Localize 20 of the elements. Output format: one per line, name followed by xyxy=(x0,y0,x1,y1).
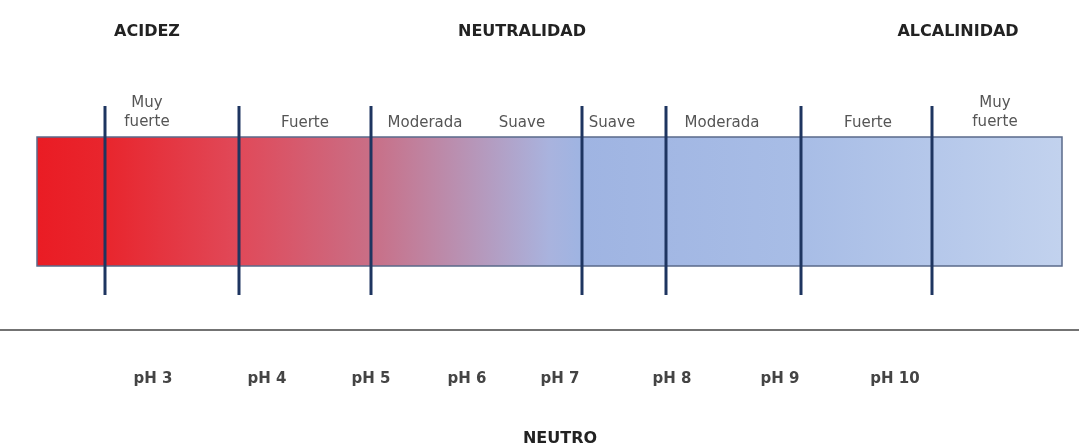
strength-label: Muy fuerte xyxy=(123,93,171,131)
category-heading: NEUTRALIDAD xyxy=(458,20,586,40)
ph-value: pH 10 xyxy=(870,369,920,387)
strength-label: Muy fuerte xyxy=(971,93,1019,131)
strength-label: Moderada xyxy=(684,112,760,132)
strength-label: Suave xyxy=(498,112,546,132)
ph-value: pH 8 xyxy=(652,369,692,387)
ph-value: pH 3 xyxy=(133,369,173,387)
strength-label: Moderada xyxy=(387,112,463,132)
ph-value: pH 7 xyxy=(540,369,580,387)
ph-value: pH 5 xyxy=(351,369,391,387)
strength-label: Fuerte xyxy=(281,112,329,132)
strength-label: Fuerte xyxy=(844,112,892,132)
category-heading: ACIDEZ xyxy=(114,20,180,40)
strength-label: Suave xyxy=(588,112,636,132)
ph-value: pH 9 xyxy=(760,369,800,387)
neutral-label: NEUTRO xyxy=(522,427,598,447)
ph-value: pH 6 xyxy=(447,369,487,387)
category-heading: ALCALINIDAD xyxy=(897,20,1019,40)
ph-value: pH 4 xyxy=(247,369,287,387)
